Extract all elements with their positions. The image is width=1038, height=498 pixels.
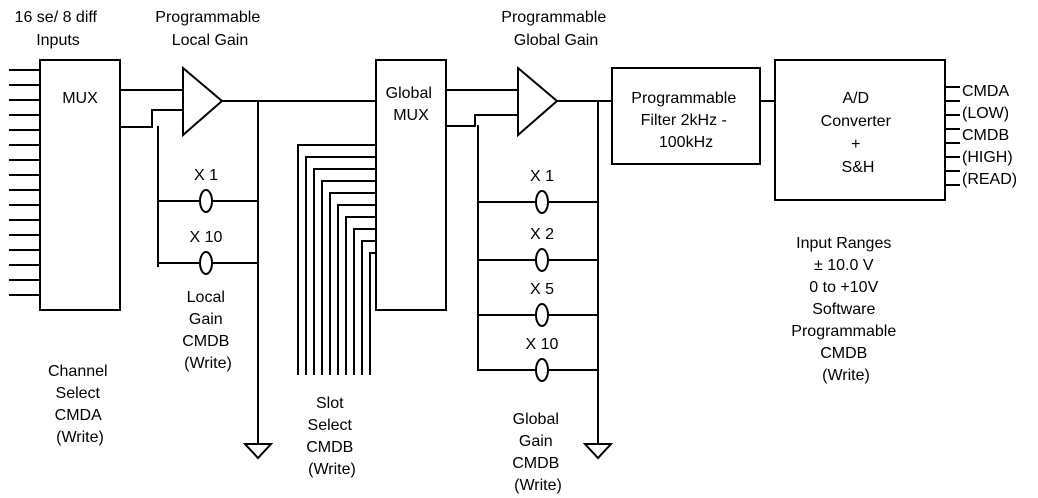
local-gain-command-label: Local Gain CMDB (Write) [182,289,234,372]
local-x10-label: X 10 [190,229,223,246]
global-ground-icon [582,443,614,460]
global-gain-title: Programmable Global Gain [501,9,610,49]
global-mux-to-amp-wires [445,89,519,127]
global-switch-x2-icon [535,248,549,272]
mux-block: MUX [39,59,121,311]
local-switch-x1-icon [199,189,213,213]
slot-select-label: Slot Select CMDB (Write) [306,395,358,478]
global-x1-label: X 1 [530,168,554,185]
mux-label: MUX [62,90,98,107]
adc-block: A/D Converter + S&H [774,59,946,201]
mux-to-local-amp-wires [119,89,184,128]
adc-output-lines [944,86,960,186]
local-output-bus [221,100,377,445]
global-x5-label: X 5 [530,281,554,298]
filter-label: Programmable Filter 2kHz - 100kHz [631,90,740,151]
global-amplifier-icon [517,65,559,138]
local-amplifier-icon [182,65,224,138]
local-feedback-network [157,126,259,267]
adc-label: A/D Converter + S&H [821,90,896,176]
adc-output-labels: CMDA (LOW) CMDB (HIGH) (READ) [962,83,1017,188]
global-mux-label: Global MUX [386,85,437,124]
local-gain-title: Programmable Local Gain [155,9,264,49]
inputs-label: 16 se/ 8 diff Inputs [15,9,102,49]
global-feedback-network [477,125,599,371]
global-x2-label: X 2 [530,226,554,243]
global-output-bus [556,100,613,445]
local-switch-x10-icon [199,251,213,275]
input-lines [9,69,41,296]
local-ground-icon [242,443,274,460]
global-switch-x1-icon [535,190,549,214]
global-switch-x5-icon [535,303,549,327]
global-mux-block: Global MUX [375,59,447,311]
global-gain-command-label: Global Gain CMDB (Write) [512,411,564,494]
local-x1-label: X 1 [194,167,218,184]
filter-block: Programmable Filter 2kHz - 100kHz [611,67,761,165]
global-x10-label: X 10 [526,336,559,353]
slot-select-lines [297,144,377,375]
input-ranges-label: Input Ranges ± 10.0 V 0 to +10V Software… [791,235,900,384]
channel-select-label: Channel Select CMDA (Write) [48,363,112,446]
global-switch-x10-icon [535,358,549,382]
